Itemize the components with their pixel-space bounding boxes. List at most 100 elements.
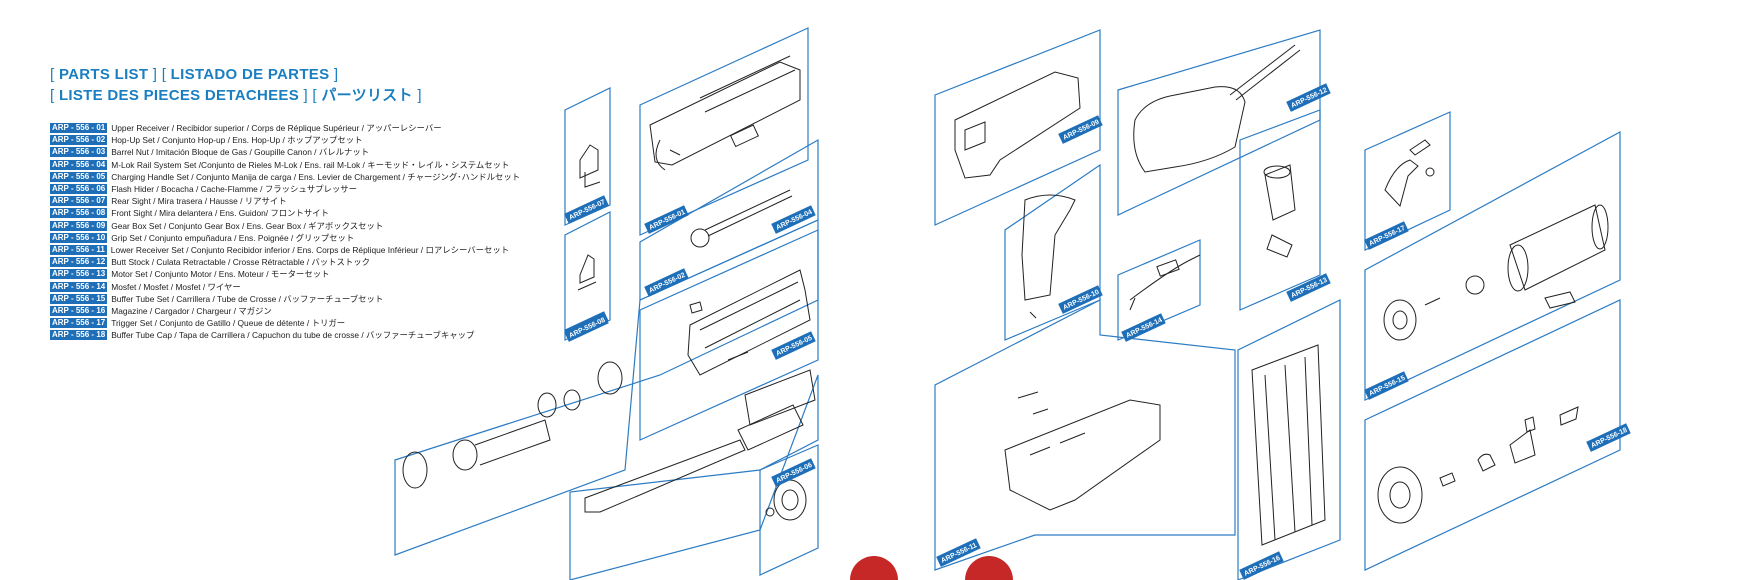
heading-japanese: パーツリスト	[321, 87, 413, 104]
front-sight-drawing	[577, 254, 597, 291]
grip-drawing	[1021, 194, 1076, 319]
magazine-drawing	[1251, 344, 1326, 546]
part-desc: Magazine / Cargador / Chargeur / マガジン	[111, 305, 272, 316]
panel-barrel-nut	[394, 219, 819, 556]
part-desc: Grip Set / Conjunto empuñadura / Ens. Po…	[111, 232, 355, 243]
hop-up-drawing	[690, 189, 793, 248]
part-desc: Buffer Tube Set / Carrillera / Tube de C…	[111, 293, 384, 304]
panel-tag: ARP-556-15	[1364, 371, 1409, 400]
panel-upper-receiver	[639, 27, 809, 236]
rail-drawing	[687, 269, 811, 376]
mosfet-drawing	[1129, 254, 1201, 311]
part-code: ARP - 556 - 08	[50, 208, 108, 219]
part-code: ARP - 556 - 14	[50, 281, 108, 292]
heading-liste: LISTE DES PIECES DETACHEES	[58, 87, 300, 104]
part-code: ARP - 556 - 03	[50, 147, 108, 158]
motor-drawing	[1263, 164, 1296, 258]
part-code: ARP - 556 - 12	[50, 257, 108, 268]
panel-buffer-cap	[1364, 299, 1621, 571]
panel-motor	[1239, 109, 1321, 311]
lower-receiver-drawing	[1004, 391, 1161, 511]
panel-rear-sight	[564, 87, 611, 226]
part-desc: Gear Box Set / Conjunto Gear Box / Ens. …	[111, 220, 384, 231]
part-code: ARP - 556 - 17	[50, 318, 108, 329]
part-code: ARP - 556 - 15	[50, 293, 108, 304]
part-desc: Barrel Nut / Imitación Bloque de Gas / G…	[111, 147, 370, 158]
part-desc: Front Sight / Mira delantera / Ens. Guid…	[111, 208, 330, 219]
part-desc: M-Lok Rail System Set /Conjunto de Riele…	[111, 159, 510, 170]
part-code: ARP - 556 - 10	[50, 232, 108, 243]
upper-receiver-drawing	[649, 55, 801, 171]
part-desc: Flash Hider / Bocacha / Cache-Flamme / フ…	[111, 184, 357, 195]
part-code: ARP - 556 - 02	[50, 135, 108, 146]
butt-stock-drawing	[1133, 44, 1301, 173]
panel-tag: ARP-556-18	[1586, 423, 1631, 452]
panel-tag: ARP-556-14	[1121, 313, 1166, 342]
panel-tag: ARP-556-04	[771, 205, 816, 234]
part-code: ARP - 556 - 04	[50, 159, 108, 170]
panel-tag: ARP-556-17	[1364, 221, 1409, 250]
part-desc: Trigger Set / Conjunto de Gatillo / Queu…	[111, 318, 346, 329]
heading-parts-list: PARTS LIST	[58, 66, 149, 83]
part-desc: Motor Set / Conjunto Motor / Ens. Moteur…	[111, 269, 330, 280]
panel-magazine	[1237, 299, 1341, 580]
part-code: ARP - 556 - 07	[50, 196, 108, 207]
panel-flash-hider	[759, 444, 819, 576]
part-code: ARP - 556 - 11	[50, 244, 107, 255]
panel-tag: ARP-556-12	[1286, 83, 1331, 112]
part-desc: Upper Receiver / Recibidor superior / Co…	[111, 123, 442, 134]
brand-seal-left	[850, 556, 898, 580]
part-desc: Mosfet / Mosfet / Mosfet / ワイヤー	[111, 281, 241, 292]
part-desc: Rear Sight / Mira trasera / Hausse / リアサ…	[111, 196, 287, 207]
part-code: ARP - 556 - 16	[50, 305, 108, 316]
panel-tag: ARP-556-01	[644, 205, 689, 234]
brand-seal-right	[965, 556, 1013, 580]
rear-sight-drawing	[579, 144, 601, 188]
barrel-nut-drawing	[402, 361, 623, 489]
part-drawings	[402, 44, 1609, 546]
part-desc: Lower Receiver Set / Conjunto Recibidor …	[110, 244, 510, 255]
panel-tag: ARP-556-02	[644, 268, 689, 297]
panel-gear-box	[934, 29, 1101, 226]
charging-handle-drawing	[584, 369, 816, 513]
part-desc: Hop-Up Set / Conjunto Hop-up / Ens. Hop-…	[111, 135, 363, 146]
heading-line-1: [ PARTS LIST ] [ LISTADO DE PARTES ]	[50, 66, 339, 83]
buffer-cap-drawing	[1377, 406, 1579, 524]
panel-lower-receiver	[934, 299, 1236, 571]
panel-grip	[1004, 163, 1101, 341]
flash-hider-drawing	[765, 479, 807, 521]
bottom-logos	[850, 556, 1013, 580]
trigger-drawing	[1384, 139, 1435, 207]
part-desc: Butt Stock / Culata Retractable / Crosse…	[111, 257, 371, 268]
panel-tag: ARP-556-09	[1058, 115, 1103, 144]
panel-trigger	[1364, 111, 1451, 251]
part-code: ARP - 556 - 13	[50, 269, 108, 280]
panel-mosfet	[1117, 239, 1201, 341]
part-desc: Charging Handle Set / Conjunto Manija de…	[111, 171, 521, 182]
part-desc: Buffer Tube Cap / Tapa de Carrillera / C…	[111, 330, 475, 341]
panel-front-sight	[564, 211, 611, 341]
panel-tag: ARP-556-16	[1239, 551, 1284, 580]
panel-tag: ARP-556-13	[1286, 273, 1331, 302]
part-code: ARP - 556 - 05	[50, 171, 108, 182]
part-code: ARP - 556 - 18	[50, 330, 108, 341]
